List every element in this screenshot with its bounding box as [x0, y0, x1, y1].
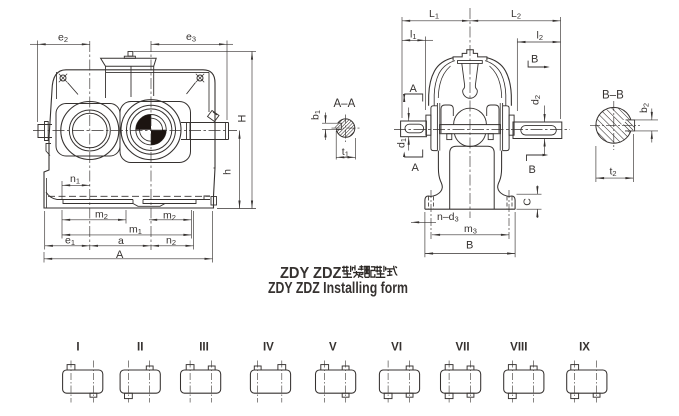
svg-text:m3: m3 [464, 223, 477, 236]
svg-text:A: A [410, 83, 418, 95]
svg-text:B: B [466, 240, 473, 252]
svg-text:V: V [329, 342, 337, 354]
svg-text:t2: t2 [610, 166, 617, 179]
svg-text:l1: l1 [410, 29, 417, 42]
svg-text:ZDY ZDZ: ZDY ZDZ [280, 265, 342, 282]
svg-text:C: C [522, 198, 534, 206]
svg-text:m1: m1 [129, 224, 142, 237]
svg-text:b2: b2 [638, 103, 651, 113]
svg-text:t1: t1 [342, 146, 349, 159]
svg-text:IX: IX [579, 342, 590, 354]
svg-text:e3: e3 [186, 31, 196, 44]
svg-text:II: II [137, 342, 143, 354]
svg-text:m2: m2 [163, 210, 176, 223]
svg-text:VIII: VIII [510, 342, 527, 354]
svg-text:b1: b1 [310, 110, 323, 120]
svg-text:I: I [76, 342, 79, 354]
svg-text:e2: e2 [58, 32, 68, 45]
svg-text:B: B [531, 54, 538, 66]
svg-text:n–d3: n–d3 [437, 211, 459, 224]
svg-text:d2: d2 [530, 95, 543, 105]
svg-text:B: B [529, 164, 536, 176]
svg-text:n2: n2 [166, 235, 176, 248]
svg-text:d1: d1 [396, 138, 409, 148]
svg-text:VII: VII [455, 342, 469, 354]
svg-text:n1: n1 [70, 173, 80, 186]
svg-text:B–B: B–B [602, 90, 624, 102]
svg-text:H: H [237, 114, 249, 122]
svg-text:A–A: A–A [334, 98, 356, 110]
svg-text:IV: IV [263, 342, 274, 354]
svg-text:e1: e1 [65, 235, 75, 248]
svg-text:A: A [116, 249, 124, 261]
svg-text:L2: L2 [511, 8, 521, 21]
svg-text:ZDY ZDZ Installing form: ZDY ZDZ Installing form [268, 280, 408, 297]
svg-text:h: h [222, 169, 234, 175]
svg-text:m2: m2 [95, 209, 108, 222]
svg-text:a: a [118, 235, 124, 247]
svg-text:A: A [412, 162, 420, 174]
svg-text:III: III [199, 342, 209, 354]
svg-text:L1: L1 [429, 8, 439, 21]
svg-text:VI: VI [391, 342, 402, 354]
svg-text:l2: l2 [537, 30, 544, 43]
